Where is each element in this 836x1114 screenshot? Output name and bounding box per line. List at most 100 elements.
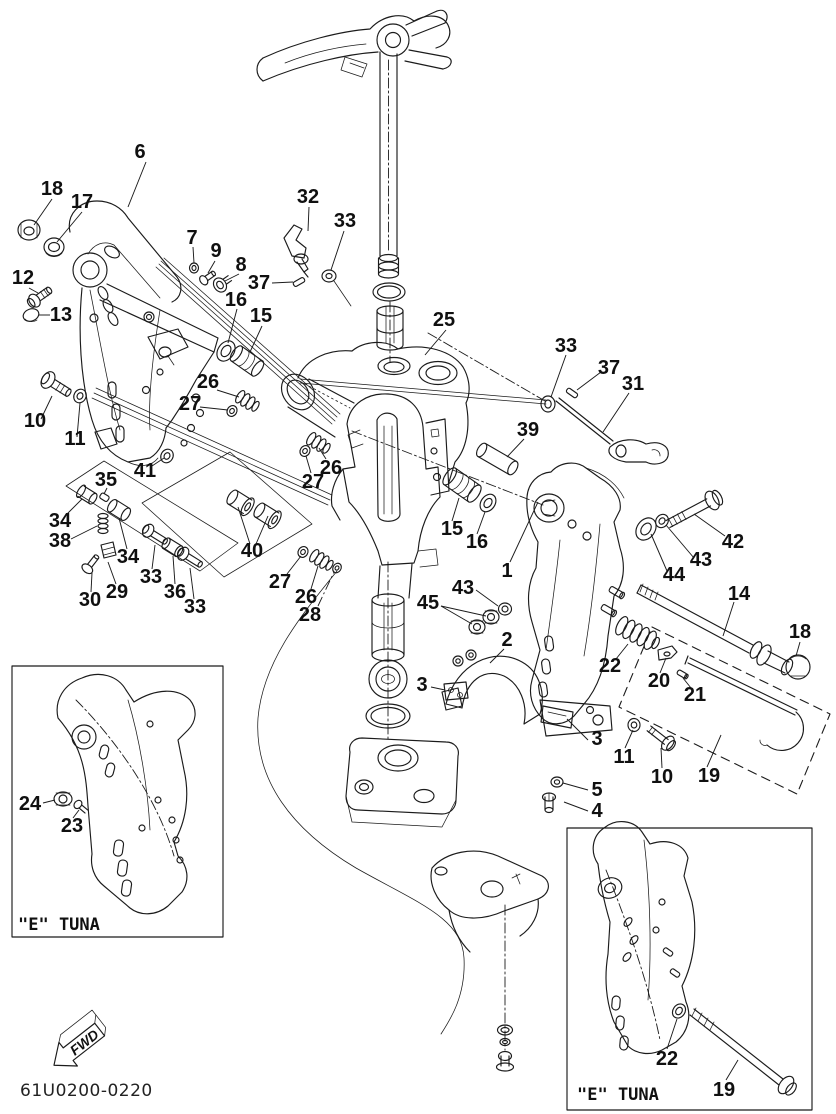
- callout-29: 29: [106, 581, 128, 603]
- part-screw-9: [199, 270, 217, 286]
- part-pin-39: [475, 442, 519, 476]
- callout-10: 10: [651, 766, 673, 788]
- part-clip-20: [657, 645, 678, 661]
- part-steering-bracket-2: [441, 649, 543, 725]
- part-washer-44: [635, 517, 657, 541]
- callout-36: 36: [164, 581, 186, 603]
- trim-spring-26b: [306, 432, 331, 454]
- callout-16: 16: [466, 531, 488, 553]
- callout-23: 23: [61, 815, 83, 837]
- part-nuts-45: [468, 609, 500, 635]
- part-lever-32: [283, 224, 309, 278]
- inset-left-box: [11, 665, 224, 938]
- part-tilt-rod-14: [636, 583, 794, 676]
- inset-right-caption: "E" TUNA: [577, 1085, 659, 1105]
- callout-11: 11: [64, 428, 85, 450]
- steering-handle: [256, 9, 452, 82]
- starboard-clamp-bracket: [526, 462, 626, 737]
- part-bolt-4: [541, 792, 557, 814]
- callout-15: 15: [250, 305, 272, 327]
- callout-26: 26: [197, 371, 219, 393]
- callout-22: 22: [656, 1048, 678, 1070]
- shaft-oring: [372, 282, 406, 302]
- trim-spring-26a: [235, 390, 260, 412]
- callout-1: 1: [501, 560, 512, 582]
- dashed-boundary-right: [618, 626, 831, 795]
- callout-18: 18: [41, 178, 63, 200]
- part-pin-37-top: [292, 276, 306, 288]
- callout-2: 2: [501, 629, 512, 651]
- callout-22: 22: [599, 655, 621, 677]
- callout-20: 20: [648, 670, 670, 692]
- part-washer-43-center: [497, 602, 513, 616]
- part-pin-37-right: [565, 387, 579, 399]
- part-cap-nut-18-right: [785, 654, 811, 680]
- callout-25: 25: [433, 309, 455, 331]
- callout-26: 26: [295, 586, 317, 608]
- callout-19: 19: [713, 1079, 735, 1101]
- callout-27: 27: [302, 471, 324, 493]
- callout-28: 28: [299, 604, 321, 626]
- part-washer-16-bottom: [479, 493, 497, 513]
- part-bushing-15-bottom: [442, 467, 482, 503]
- lower-mount-group: [345, 561, 459, 828]
- part-spring-22: [615, 616, 660, 650]
- inset-right: [566, 821, 813, 1111]
- callout-11: 11: [613, 746, 634, 768]
- callout-37: 37: [598, 357, 620, 379]
- callout-8: 8: [235, 254, 246, 276]
- callout-33: 33: [555, 335, 577, 357]
- callout-41: 41: [134, 460, 156, 482]
- callout-6: 6: [134, 141, 145, 163]
- swivel-shaft: [377, 51, 400, 279]
- main-drawing: FWD: [11, 9, 831, 1111]
- part-washer-33-right: [540, 395, 556, 413]
- trim-spring-26c: [309, 549, 334, 571]
- callout-5: 5: [591, 779, 602, 801]
- callout-39: 39: [517, 419, 539, 441]
- clip-29: [100, 541, 117, 559]
- leader-lines: [28, 161, 801, 1081]
- part-washer-11-right: [627, 717, 641, 733]
- callout-33: 33: [334, 210, 356, 232]
- part-cap-17: [43, 237, 65, 257]
- callout-9: 9: [210, 240, 221, 262]
- callout-10: 10: [24, 410, 46, 432]
- callout-31: 31: [622, 373, 644, 395]
- callout-38: 38: [49, 530, 71, 552]
- callout-3: 3: [416, 674, 427, 696]
- callout-34: 34: [49, 510, 72, 532]
- callout-42: 42: [722, 531, 744, 553]
- swivel-bracket-housing: [280, 341, 470, 599]
- callout-15: 15: [441, 518, 463, 540]
- callout-16: 16: [225, 289, 247, 311]
- left-hardware-cluster: [40, 371, 313, 578]
- callout-13: 13: [50, 304, 72, 326]
- part-plate-3-right: [540, 705, 574, 729]
- part-plate-3-left: [443, 681, 469, 701]
- callout-35: 35: [95, 469, 117, 491]
- callout-37: 37: [248, 272, 270, 294]
- callout-7: 7: [186, 227, 197, 249]
- callout-17: 17: [71, 191, 93, 213]
- callout-12: 12: [12, 267, 34, 289]
- spring-38: [97, 512, 109, 535]
- callout-32: 32: [297, 186, 319, 208]
- part-nut-18-left: [17, 219, 41, 241]
- part-washer-43-right: [655, 513, 669, 529]
- part-washer-5: [550, 776, 564, 788]
- part-shallow-water-rod-19: [684, 655, 805, 752]
- part-grommet-33-top: [321, 269, 352, 307]
- inset-right-box: [566, 827, 813, 1111]
- inset-left: [11, 665, 224, 938]
- callout-43: 43: [452, 577, 474, 599]
- callout-layer: 6181712137983716153233253337313926271011…: [12, 141, 811, 1101]
- callout-4: 4: [591, 800, 603, 822]
- part-cap-13: [22, 308, 40, 322]
- part-code: 61U0200-0220: [20, 1081, 153, 1101]
- shaft-bushing-stack: [376, 301, 404, 363]
- callout-45: 45: [417, 592, 439, 614]
- part-washer-27a: [226, 405, 238, 417]
